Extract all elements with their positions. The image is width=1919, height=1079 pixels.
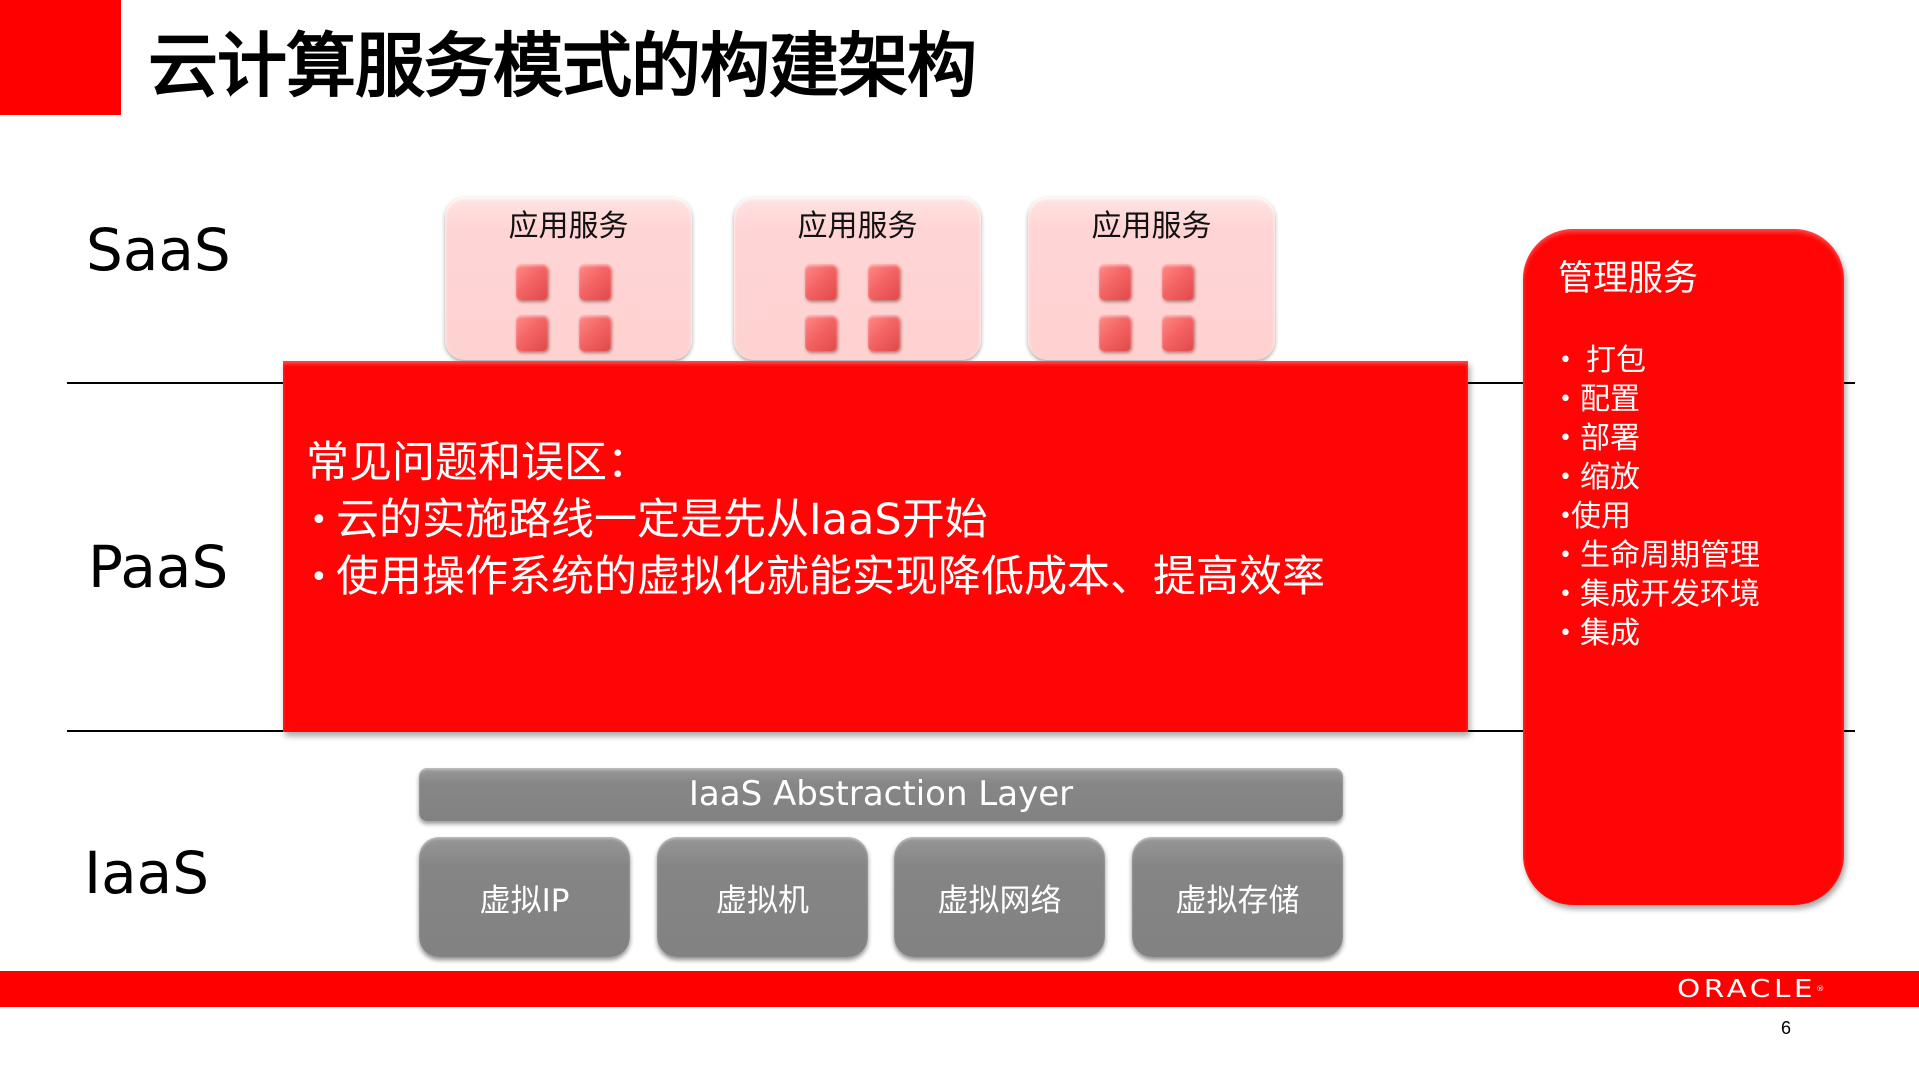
iaas-abstraction-layer: IaaS Abstraction Layer <box>419 768 1343 821</box>
virtual-network-box: 虚拟网络 <box>894 837 1105 957</box>
bullet-icon: • <box>310 560 328 595</box>
management-services-list: •打包 •配置 •部署 •缩放 •使用 •生命周期管理 •集成开发环境 •集成 <box>1559 341 1760 653</box>
bullet-icon: • <box>1559 504 1572 529</box>
oracle-logo: ORACLE® <box>1677 974 1825 1003</box>
app-service-label: 应用服务 <box>508 209 629 244</box>
callout-item: • 云的实施路线一定是先从IaaS开始 <box>306 492 1325 549</box>
app-module-icon <box>805 315 837 351</box>
registered-mark-icon: ® <box>1816 985 1825 993</box>
list-item: •部署 <box>1559 421 1640 456</box>
virtual-ip-box: 虚拟IP <box>419 837 630 957</box>
callout-item: • 使用操作系统的虚拟化就能实现降低成本、提高效率 <box>306 549 1325 606</box>
app-module-icon <box>516 315 548 351</box>
bullet-icon: • <box>1559 387 1572 412</box>
app-module-icon <box>868 315 900 351</box>
bullet-icon: • <box>1559 426 1572 451</box>
bullet-icon: • <box>1559 621 1572 646</box>
list-item: •使用 <box>1559 499 1631 534</box>
bullet-icon: • <box>310 503 328 538</box>
management-services-title: 管理服务 <box>1558 259 1699 299</box>
list-item: •缩放 <box>1559 460 1640 495</box>
app-module-icon <box>868 264 900 300</box>
callout-heading: 常见问题和误区： <box>306 438 650 488</box>
app-module-icon <box>1099 264 1131 300</box>
layer-label-saas: SaaS <box>86 216 231 284</box>
virtual-machine-box: 虚拟机 <box>657 837 868 957</box>
app-service-box: 应用服务 <box>734 197 981 360</box>
app-service-box: 应用服务 <box>1028 197 1275 360</box>
app-module-icon <box>1099 315 1131 351</box>
app-service-label: 应用服务 <box>1091 209 1212 244</box>
layer-label-paas: PaaS <box>88 533 229 601</box>
management-services-box: 管理服务 •打包 •配置 •部署 •缩放 •使用 •生命周期管理 •集成开发环境… <box>1523 229 1844 905</box>
layer-label-iaas: IaaS <box>84 839 210 907</box>
app-module-icon <box>516 264 548 300</box>
app-module-icon <box>579 315 611 351</box>
app-module-icon <box>1162 264 1194 300</box>
app-module-icon <box>1162 315 1194 351</box>
list-item: •集成开发环境 <box>1559 577 1760 612</box>
list-item: •配置 <box>1559 382 1640 417</box>
virtual-storage-box: 虚拟存储 <box>1132 837 1343 957</box>
bullet-icon: • <box>1559 543 1572 568</box>
title-accent-block <box>0 0 121 115</box>
page-number: 6 <box>1781 1018 1792 1038</box>
page-title: 云计算服务模式的构建架构 <box>148 25 977 107</box>
app-service-box: 应用服务 <box>445 197 692 360</box>
bullet-icon: • <box>1559 348 1572 373</box>
app-module-icon <box>579 264 611 300</box>
list-item: •集成 <box>1559 616 1640 651</box>
paas-callout-text: 常见问题和误区： • 云的实施路线一定是先从IaaS开始 • 使用操作系统的虚拟… <box>306 435 1325 606</box>
list-item: •生命周期管理 <box>1559 538 1760 573</box>
footer-band <box>0 971 1919 1007</box>
list-item: •打包 <box>1559 343 1646 378</box>
bullet-icon: • <box>1559 582 1572 607</box>
paas-callout-box: 常见问题和误区： • 云的实施路线一定是先从IaaS开始 • 使用操作系统的虚拟… <box>283 361 1468 732</box>
app-module-icon <box>805 264 837 300</box>
bullet-icon: • <box>1559 465 1572 490</box>
app-service-label: 应用服务 <box>797 209 918 244</box>
